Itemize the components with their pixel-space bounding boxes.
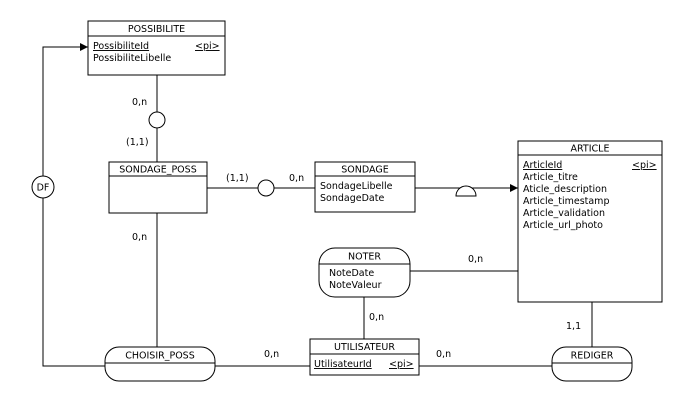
cif-circle-possibilite (148, 111, 166, 129)
cardinality-label: 1,1 (566, 321, 581, 332)
cardinality-label: (1,1) (226, 173, 249, 184)
association-rediger: REDIGER (551, 346, 633, 382)
association-noter-title: NOTER (348, 252, 381, 263)
association-choisir-poss-box (104, 346, 216, 382)
df-label: DF (37, 183, 50, 194)
connector-lines (42, 43, 593, 367)
cardinality-labels: 0,n (1,1) (1,1) 0,n 0,n 0,n 0,n 0,n 0,n … (126, 97, 581, 360)
entity-utilisateur-box (309, 338, 420, 376)
cardinality-label: 0,n (289, 173, 304, 184)
association-rediger-box (551, 346, 633, 382)
entity-article-attr: Article_timestamp (523, 196, 609, 207)
association-noter-attr: NoteValeur (329, 280, 382, 291)
entity-sondage-box (314, 161, 416, 213)
entity-utilisateur-key-tag: <pi> (389, 359, 414, 370)
entity-article-attr: Article_validation (523, 208, 605, 219)
cardinality-label: 0,n (132, 232, 147, 243)
entity-possibilite-key: PossibiliteId (93, 41, 149, 52)
cardinality-label: (1,1) (126, 137, 149, 148)
link-df-loop (42, 43, 105, 367)
entity-possibilite: POSSIBILITE PossibiliteId <pi> Possibili… (87, 20, 226, 76)
entity-sondage-title: SONDAGE (341, 165, 388, 176)
cardinality-label: 0,n (264, 349, 279, 360)
entity-utilisateur-key: UtilisateurId (314, 359, 372, 370)
cif-circle-sondage (257, 179, 275, 197)
entity-sondage-poss-title: SONDAGE_POSS (119, 165, 196, 176)
association-choisir-poss: CHOISIR_POSS (104, 346, 216, 382)
entity-possibilite-attr: PossibiliteLibelle (93, 53, 171, 64)
association-choisir-poss-title: CHOISIR_POSS (125, 351, 195, 362)
entity-sondage-attr: SondageDate (320, 193, 384, 204)
association-noter: NOTER NoteDate NoteValeur (318, 247, 411, 298)
df-node: DF (31, 175, 55, 199)
df-circle (31, 175, 55, 199)
cardinality-label: 0,n (468, 254, 483, 265)
entity-possibilite-key-tag: <pi> (195, 41, 220, 52)
entity-sondage-poss-box (108, 161, 208, 214)
entity-utilisateur: UTILISATEUR UtilisateurId <pi> (309, 338, 420, 376)
cardinality-label: 0,n (436, 349, 451, 360)
entity-sondage-poss: SONDAGE_POSS (108, 161, 208, 214)
association-noter-box (318, 247, 411, 298)
entity-article-attr: Aticle_description (523, 184, 607, 195)
association-rediger-title: REDIGER (571, 351, 614, 362)
entity-utilisateur-title: UTILISATEUR (334, 342, 395, 353)
entity-article: ARTICLE ArticleId <pi> Article_titre Ati… (517, 140, 663, 303)
cardinality-label: 0,n (132, 97, 147, 108)
entity-article-attr: Article_url_photo (523, 220, 603, 231)
association-noter-attr: NoteDate (329, 268, 374, 279)
entity-sondage-attr: SondageLibelle (320, 181, 393, 192)
entity-article-title: ARTICLE (571, 144, 610, 155)
entity-article-box (517, 140, 663, 303)
entity-possibilite-title: POSSIBILITE (128, 24, 185, 35)
cardinality-label: 0,n (369, 312, 384, 323)
entity-article-attr: Article_titre (523, 172, 578, 183)
entity-article-key-tag: <pi> (632, 160, 657, 171)
entity-possibilite-box (87, 20, 226, 76)
entity-article-key: ArticleId (523, 160, 562, 171)
entity-sondage: SONDAGE SondageLibelle SondageDate (314, 161, 416, 213)
inheritance-half-circle (455, 185, 477, 197)
